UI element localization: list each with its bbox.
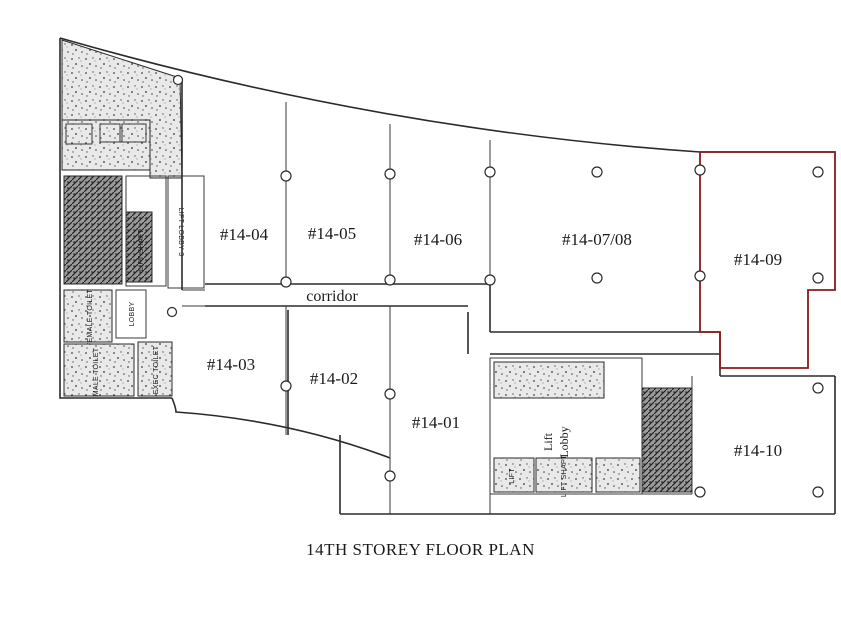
west-core: LIFT SHAFT LIFT LOBBY 3 FEMALE TOILET MA…: [59, 38, 205, 399]
unit-14-10-label: #14-10: [734, 441, 782, 460]
central-stair: [641, 387, 693, 493]
central-core-lift-shaft: [535, 457, 593, 493]
lift-label: LIFT: [509, 468, 516, 484]
west-store-room: [61, 119, 151, 171]
unit-14-02-label: #14-02: [310, 369, 358, 388]
lobby-west: [115, 289, 147, 339]
partitions: [182, 102, 721, 514]
lift-lobby-3-label: LIFT LOBBY 3: [177, 208, 184, 257]
structural-columns: [166, 74, 824, 498]
lift-shaft-label: LIFT SHAFT: [138, 229, 145, 272]
female-toilet: [63, 289, 113, 343]
central-core: LIFT LIFT SHAFT Lift Lobby: [489, 357, 693, 514]
central-core-service-room: [595, 457, 641, 493]
unit-14-07-08-label: #14-07/08: [562, 230, 632, 249]
lift-shaft-b-label: LIFT SHAFT: [561, 455, 568, 498]
unit-14-09-label: #14-09: [734, 250, 782, 269]
lift-shaft-west: [125, 211, 153, 283]
male-toilet-label: MALE TOILET: [93, 347, 100, 396]
female-toilet-label: FEMALE TOILET: [87, 289, 94, 348]
unit-labels: #14-04 #14-05 #14-06 #14-07/08 #14-09 #1…: [207, 224, 782, 460]
unit-14-05-label: #14-05: [308, 224, 356, 243]
exec-toilet: [137, 341, 173, 397]
central-core-upper-services: [493, 361, 605, 399]
stair-core: [63, 175, 123, 285]
central-core-lift-a: [493, 457, 535, 493]
unit-14-01-label: #14-01: [412, 413, 460, 432]
male-toilet: [63, 343, 135, 397]
corridor-label: corridor: [306, 288, 358, 305]
exec-toilet-label: EXEC TOILET: [153, 345, 160, 394]
lift-lobby-top-label: Lift: [541, 432, 555, 451]
unit-14-06-label: #14-06: [414, 230, 462, 249]
unit-14-03-label: #14-03: [207, 355, 255, 374]
lift-lobby-3: [167, 175, 205, 289]
lift-lobby-bottom-label: Lobby: [557, 426, 571, 457]
lobby-label: LOBBY: [129, 302, 136, 327]
unit-14-04-label: #14-04: [220, 225, 269, 244]
unit-14-09-outline: [699, 151, 836, 369]
plan-caption: 14TH STOREY FLOOR PLAN: [306, 540, 535, 559]
